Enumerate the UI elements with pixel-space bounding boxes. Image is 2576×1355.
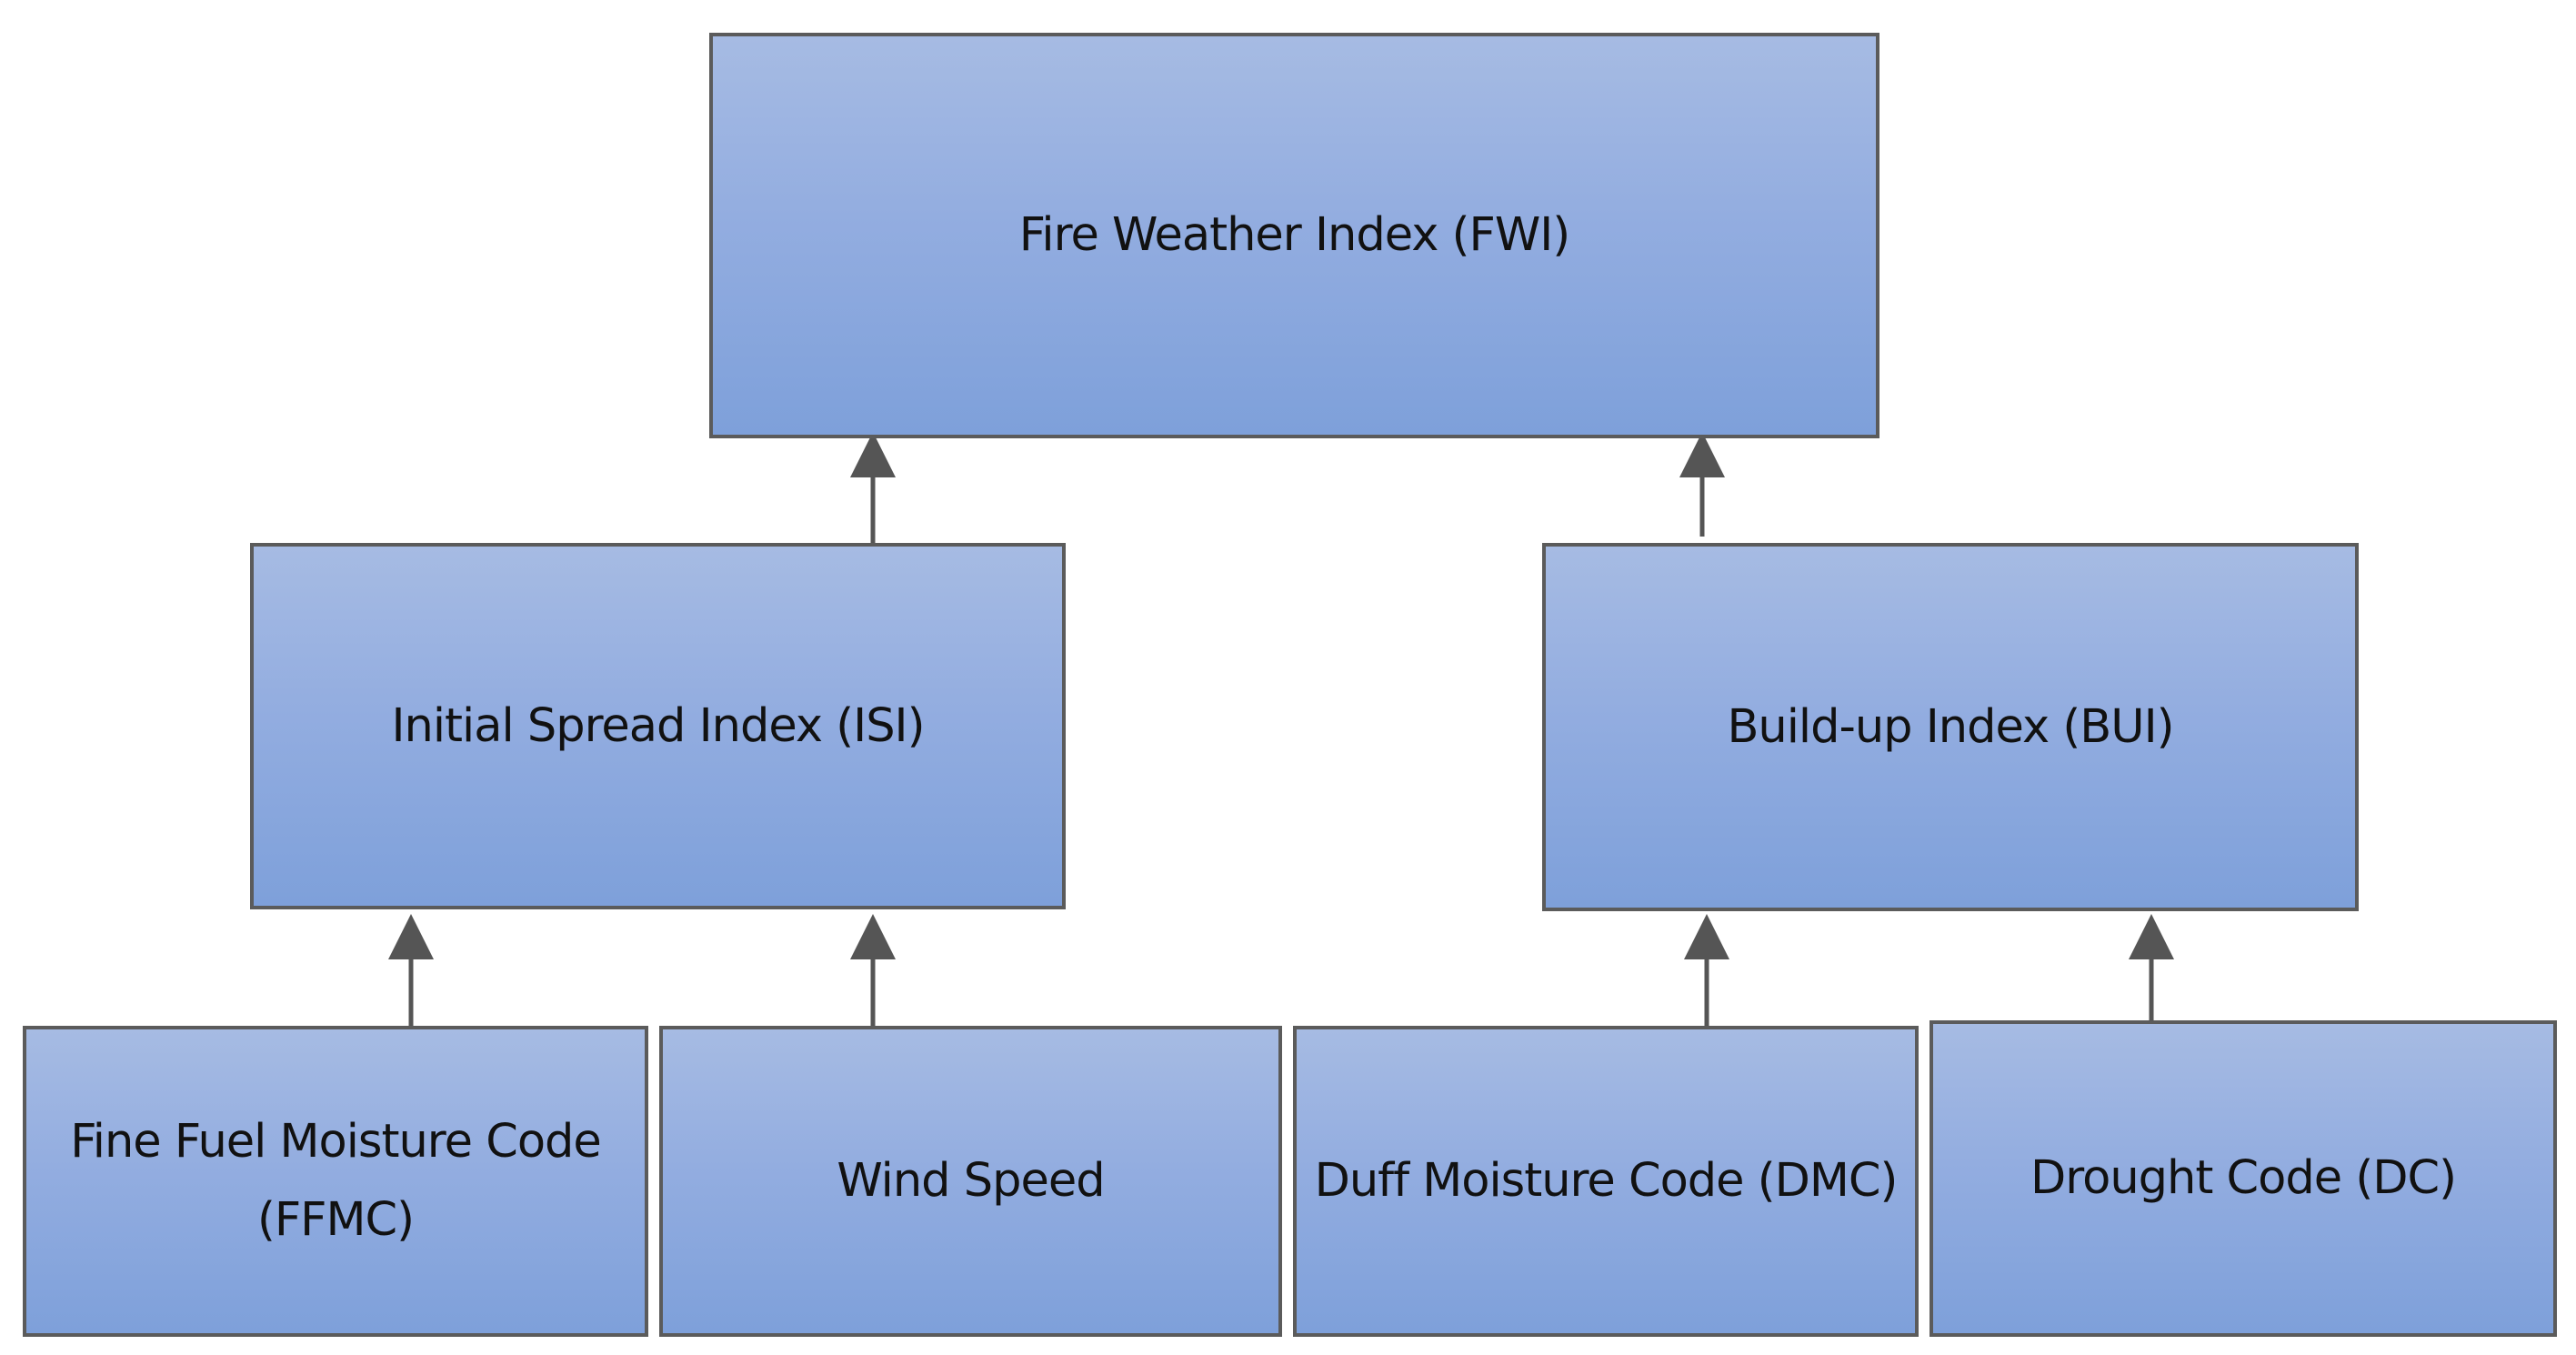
node-build-up-index: Build-up Index (BUI) bbox=[1542, 543, 2359, 911]
node-label-fwi: Fire Weather Index (FWI) bbox=[1018, 208, 1570, 262]
node-initial-spread-index: Initial Spread Index (ISI) bbox=[250, 543, 1066, 909]
node-label-bui: Build-up Index (BUI) bbox=[1727, 699, 2174, 754]
node-fire-weather-index: Fire Weather Index (FWI) bbox=[709, 33, 1879, 438]
node-label-isi: Initial Spread Index (ISI) bbox=[391, 698, 926, 753]
node-duff-moisture-code: Duff Moisture Code (DMC) bbox=[1293, 1026, 1919, 1337]
node-wind-speed: Wind Speed bbox=[659, 1026, 1282, 1337]
node-fine-fuel-moisture-code: Fine Fuel Moisture Code (FFMC) bbox=[23, 1026, 648, 1337]
node-label-dc: Drought Code (DC) bbox=[2030, 1151, 2457, 1205]
node-label-dmc: Duff Moisture Code (DMC) bbox=[1314, 1154, 1899, 1208]
node-drought-code: Drought Code (DC) bbox=[1929, 1020, 2557, 1337]
node-label-wind: Wind Speed bbox=[837, 1154, 1105, 1208]
node-label-ffmc: Fine Fuel Moisture Code (FFMC) bbox=[70, 1115, 602, 1247]
